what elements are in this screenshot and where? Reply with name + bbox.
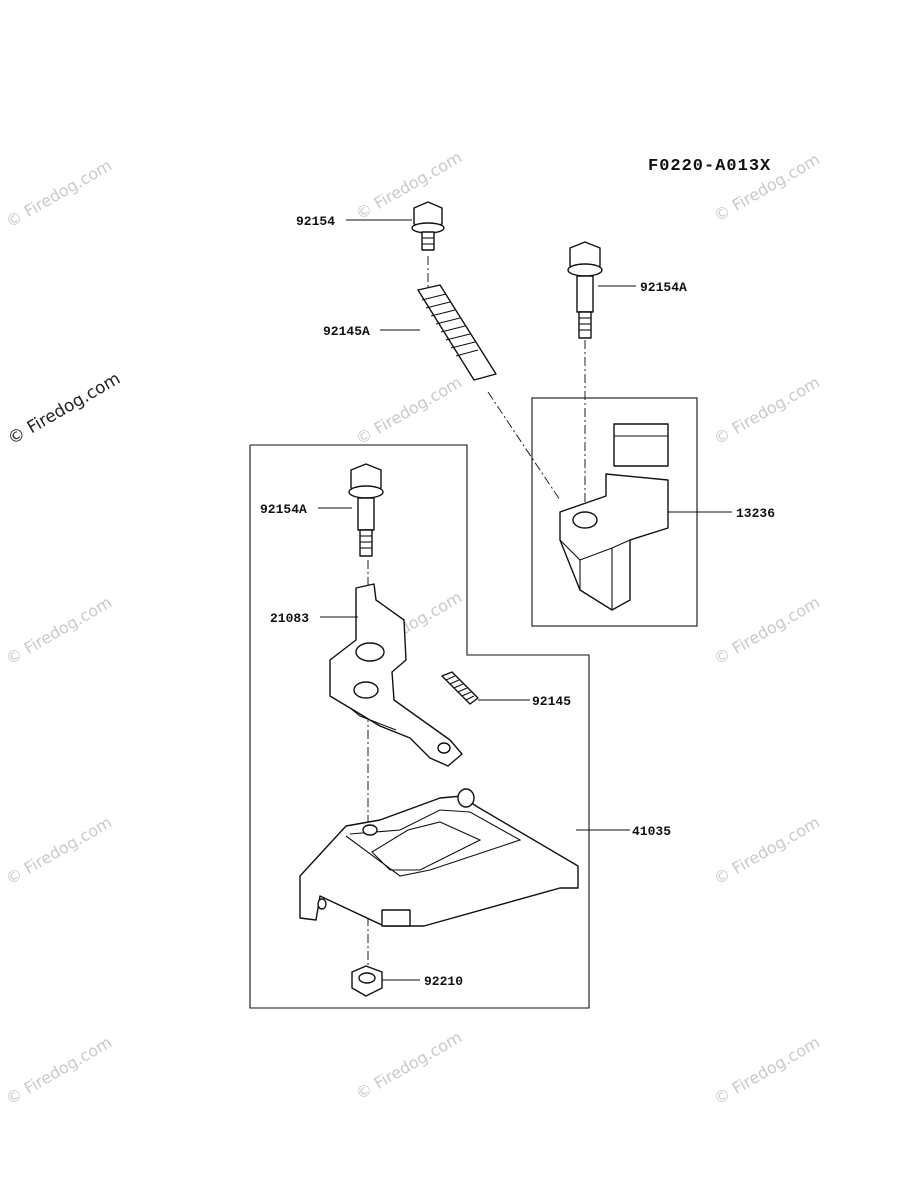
watermark: © Firedog.com [711,813,824,889]
callout-bracket-13236: 13236 [736,506,775,521]
watermark: © Firedog.com [3,593,116,669]
watermark-main: © Firedog.com [5,369,124,450]
callout-spring-92145: 92145 [532,694,571,709]
watermark: © Firedog.com [3,156,116,232]
spring-92145 [441,671,479,705]
assembly-line [487,391,561,501]
watermark-layer: © Firedog.com © Firedog.com © Firedog.co… [3,148,824,1109]
callout-bolt-92154A-right: 92154A [640,280,687,295]
watermark: © Firedog.com [711,593,824,669]
callout-base-plate-41035: 41035 [632,824,671,839]
watermark: © Firedog.com [353,373,466,449]
watermark: © Firedog.com [711,1033,824,1109]
lever-21083 [329,583,463,767]
bolt-92154A-left [348,463,384,557]
callout-lever-21083: 21083 [270,611,309,626]
callout-bolt-92154: 92154 [296,214,335,229]
callout-spring-92145A: 92145A [323,324,370,339]
lever-assembly-box [249,444,590,1009]
watermark: © Firedog.com [711,373,824,449]
watermark: © Firedog.com [353,148,466,224]
watermark: © Firedog.com [353,1028,466,1104]
callout-nut-92210: 92210 [424,974,463,989]
bolt-92154 [411,201,445,251]
nut-92210 [351,965,383,997]
leader-lines [318,219,732,981]
bolt-92154A-right [567,241,603,339]
watermark: © Firedog.com [3,813,116,889]
diagram-code: F0220-A013X [648,157,771,176]
watermark: © Firedog.com [3,1033,116,1109]
spring-92145A [417,284,497,381]
bracket-13236 [559,423,669,611]
callout-bolt-92154A-left: 92154A [260,502,307,517]
base-plate-41035 [299,788,579,927]
